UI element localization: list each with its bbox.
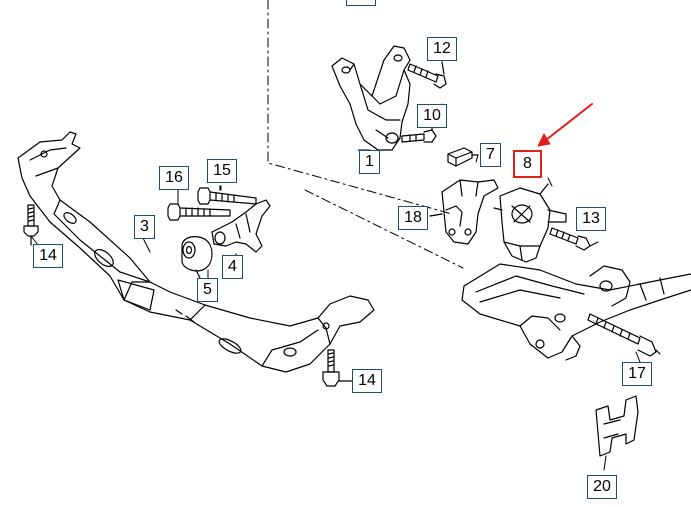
callout-5[interactable]: 5 — [197, 278, 218, 302]
callout-3-label: 3 — [140, 218, 149, 235]
callout-4-label: 4 — [228, 258, 237, 275]
callout-17-label: 17 — [628, 365, 646, 382]
callout-12[interactable]: 12 — [427, 37, 457, 61]
callout-8[interactable]: 8 — [513, 150, 542, 178]
highlight-arrow — [537, 103, 593, 147]
callout-5-label: 5 — [203, 281, 212, 298]
callout-7[interactable]: 7 — [480, 143, 501, 167]
subframe — [17, 131, 375, 373]
callout-1[interactable]: 1 — [359, 150, 380, 174]
callout-14-left[interactable]: 14 — [33, 244, 63, 268]
callout-13-label: 13 — [582, 210, 600, 227]
clip-20 — [595, 395, 639, 457]
callout-10[interactable]: 10 — [417, 104, 447, 128]
callout-18-label: 18 — [404, 209, 422, 226]
mount-bracket-18 — [429, 179, 499, 245]
callout-8-label: 8 — [523, 155, 532, 172]
callout-14-bottom[interactable]: 14 — [352, 369, 382, 393]
callout-14-bottom-label: 14 — [358, 372, 376, 389]
callout-7-label: 7 — [486, 146, 495, 163]
callout-partial-top — [346, 0, 376, 6]
callout-20-label: 20 — [593, 478, 611, 495]
callout-20[interactable]: 20 — [587, 475, 617, 499]
engine-mount-8 — [493, 183, 567, 263]
callout-15-label: 15 — [213, 162, 231, 179]
crossmember-right — [461, 263, 691, 361]
bolt-10 — [401, 127, 437, 143]
bolt-14-left — [23, 204, 39, 246]
callout-4[interactable]: 4 — [222, 255, 243, 279]
callout-12-label: 12 — [433, 40, 451, 57]
bolt-16 — [167, 203, 231, 221]
callout-16-label: 16 — [165, 169, 183, 186]
callout-1-label: 1 — [365, 153, 374, 170]
callout-3[interactable]: 3 — [134, 215, 155, 239]
callout-15[interactable]: 15 — [207, 159, 237, 183]
engine-bracket-1 — [331, 45, 411, 171]
bolt-15 — [197, 185, 257, 205]
callout-14-left-label: 14 — [39, 247, 57, 264]
callout-10-label: 10 — [423, 107, 441, 124]
cap-7 — [447, 147, 479, 167]
callout-17[interactable]: 17 — [622, 362, 652, 386]
callout-16[interactable]: 16 — [159, 166, 189, 190]
callout-13[interactable]: 13 — [576, 207, 606, 231]
bolt-17 — [587, 313, 661, 357]
bolt-12 — [407, 61, 447, 89]
callout-18[interactable]: 18 — [398, 206, 428, 230]
leader-lines — [30, 103, 641, 471]
bolt-13 — [549, 227, 591, 251]
dashed-boundary — [267, 0, 464, 269]
